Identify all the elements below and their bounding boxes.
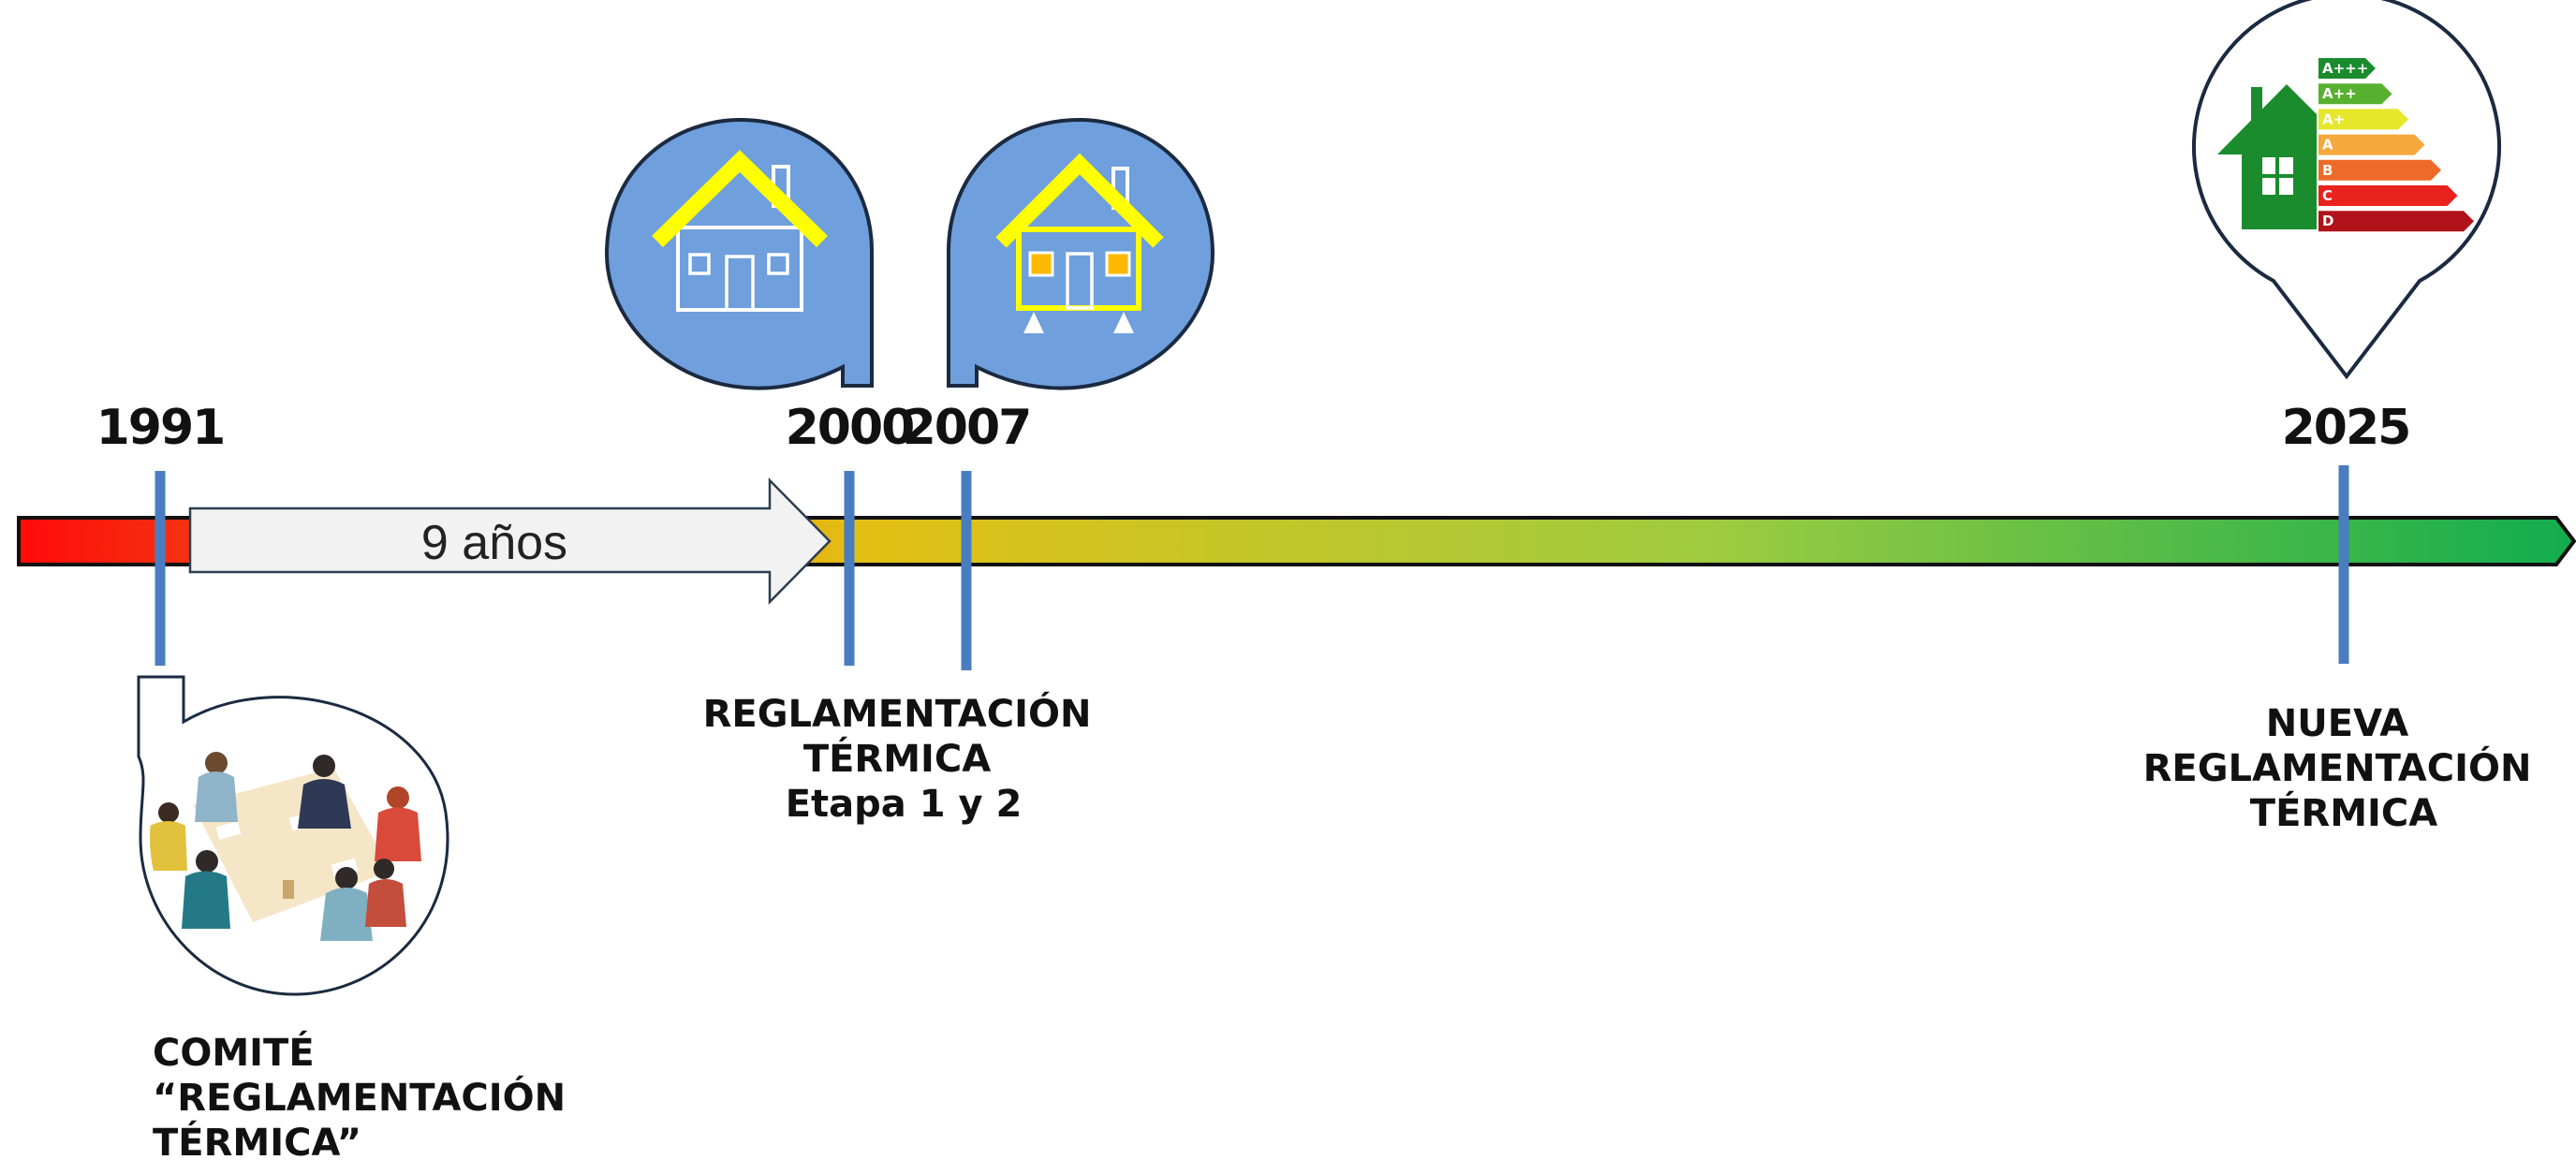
house-insulated-icon [947, 117, 1215, 390]
event-label-1991: COMITÉ “REGLAMENTACIÓN TÉRMICA” [153, 1030, 579, 1160]
span-arrow-label: 9 años [421, 516, 567, 570]
meeting-people-icon [137, 675, 449, 996]
event-label-1991-line-1: COMITÉ [153, 1030, 315, 1075]
event-label-1991-line-3: TÉRMICA” [153, 1120, 361, 1160]
span-arrow: 9 años [188, 477, 832, 606]
energy-rating-label: C [2322, 187, 2333, 204]
year-1991: 1991 [96, 400, 225, 456]
energy-rating-arrow [2318, 185, 2458, 206]
energy-rating-label: A+++ [2322, 60, 2368, 77]
year-2000: 2000 [786, 400, 914, 456]
event-label-2025-line-1: NUEVA [2266, 702, 2409, 745]
event-label-2000-line-3: Etapa 1 y 2 [786, 783, 1023, 826]
energy-rating-label: A++ [2322, 85, 2357, 102]
year-2007: 2007 [903, 400, 1031, 456]
energy-rating-arrow [2318, 109, 2408, 130]
energy-rating-label: B [2322, 162, 2333, 179]
energy-rating-arrow [2318, 159, 2441, 181]
house-outline-icon [604, 117, 874, 390]
energy-rating-arrow [2318, 211, 2474, 232]
event-label-2000-line-1: REGLAMENTACIÓN [703, 691, 1092, 736]
energy-rating-label: D [2322, 213, 2333, 229]
event-label-2025-line-2: REGLAMENTACIÓN [2143, 745, 2532, 790]
energy-rating-label: A+ [2322, 110, 2345, 127]
energy-rating-arrow [2318, 134, 2425, 155]
year-2025: 2025 [2282, 400, 2410, 456]
energy-rating-arrow [2318, 83, 2392, 105]
event-label-2025-line-3: TÉRMICA [2250, 790, 2437, 835]
energy-rating-arrow [2318, 58, 2376, 79]
event-label-2025: NUEVA REGLAMENTACIÓN TÉRMICA [2143, 702, 2545, 835]
event-label-2000: REGLAMENTACIÓN TÉRMICA Etapa 1 y 2 [703, 691, 1105, 826]
event-label-2000-line-2: TÉRMICA [803, 736, 991, 781]
event-label-1991-line-2: “REGLAMENTACIÓN [153, 1075, 566, 1120]
energy-rating-label: A [2322, 137, 2333, 154]
